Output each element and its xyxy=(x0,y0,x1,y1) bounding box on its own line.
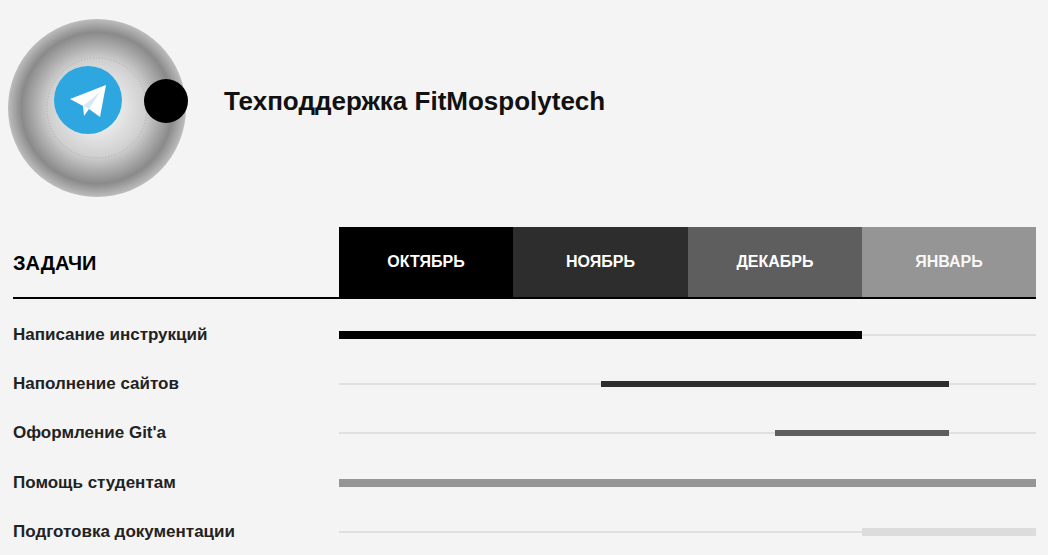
avatar xyxy=(8,19,188,197)
task-name: Оформление Git'a xyxy=(13,423,166,443)
column-header: ЗАДАЧИ xyxy=(13,252,96,275)
month-label: НОЯБРЬ xyxy=(566,253,635,271)
month-cell: ДЕКАБРЬ xyxy=(688,227,862,297)
task-name: Помощь студентам xyxy=(13,473,176,493)
gantt-rows xyxy=(339,335,1036,532)
chart-title: Техподдержка FitMospolytech xyxy=(224,86,605,117)
month-label: ОКТЯБРЬ xyxy=(387,253,464,271)
month-cell: ОКТЯБРЬ xyxy=(339,227,513,297)
header-rule xyxy=(13,297,1036,299)
month-cell: НОЯБРЬ xyxy=(513,227,688,297)
month-label: ДЕКАБРЬ xyxy=(736,253,813,271)
task-name: Подготовка документации xyxy=(13,522,235,542)
month-cell: ЯНВАРЬ xyxy=(862,227,1036,297)
task-name: Написание инструкций xyxy=(13,325,207,345)
month-label: ЯНВАРЬ xyxy=(915,253,983,271)
gantt-bars xyxy=(339,331,1036,536)
task-name: Наполнение сайтов xyxy=(13,374,179,394)
